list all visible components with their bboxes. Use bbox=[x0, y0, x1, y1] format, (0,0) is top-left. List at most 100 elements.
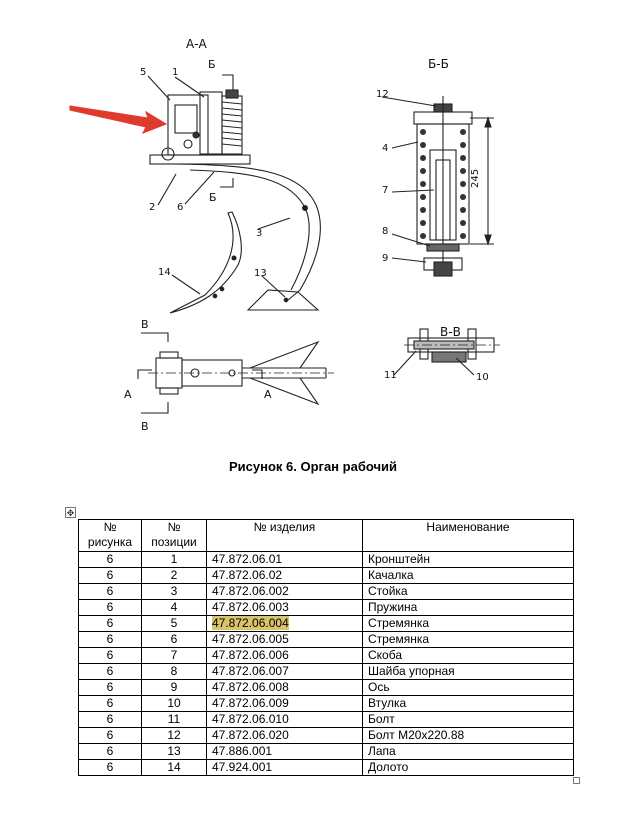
cell-name: Ось bbox=[362, 679, 574, 696]
cell-part-number-text: 47.924.001 bbox=[212, 760, 273, 775]
cell-position-text: 11 bbox=[167, 712, 181, 727]
parts-table: № рисунка № позиции № изделия Наименован… bbox=[78, 519, 574, 776]
cell-position: 10 bbox=[141, 695, 207, 712]
cell-name-text: Долото bbox=[368, 760, 409, 775]
cut-letter-a-left: А bbox=[124, 388, 132, 401]
figure-caption: Рисунок 6. Орган рабочий bbox=[229, 459, 397, 474]
cell-part-number: 47.872.06.006 bbox=[206, 647, 363, 664]
cell-name-text: Болт М20х220.88 bbox=[368, 728, 465, 743]
cell-position-text: 13 bbox=[167, 744, 181, 759]
cell-position-text: 12 bbox=[167, 728, 181, 743]
cell-part-number: 47.872.06.01 bbox=[206, 551, 363, 568]
cell-name-text: Втулка bbox=[368, 696, 407, 711]
cell-figure-text: 6 bbox=[106, 744, 114, 759]
cell-position-text: 8 bbox=[170, 664, 178, 679]
callout-5: 5 bbox=[140, 67, 146, 78]
cut-letter-v-bottom: В bbox=[141, 420, 149, 433]
header-name: Наименование bbox=[362, 519, 574, 552]
cell-name: Лапа bbox=[362, 743, 574, 760]
cut-letter-b-bottom: Б bbox=[209, 191, 217, 204]
callout-11: 11 bbox=[384, 370, 397, 381]
table-row: 6 2 47.872.06.02 Качалка bbox=[78, 567, 574, 584]
cell-name: Шайба упорная bbox=[362, 663, 574, 680]
cell-name: Кронштейн bbox=[362, 551, 574, 568]
cut-letter-a-right: А bbox=[264, 388, 272, 401]
cell-figure-text: 6 bbox=[106, 552, 114, 567]
cell-figure-text: 6 bbox=[106, 600, 114, 615]
cell-figure: 6 bbox=[78, 615, 142, 632]
cell-name: Скоба bbox=[362, 647, 574, 664]
cell-part-number: 47.872.06.007 bbox=[206, 663, 363, 680]
table-row: 6 5 47.872.06.004 Стремянка bbox=[78, 615, 574, 632]
cell-name: Долото bbox=[362, 759, 574, 776]
header-position-number: № позиции bbox=[141, 519, 207, 552]
cell-part-number-text: 47.872.06.003 bbox=[212, 600, 289, 615]
cell-part-number: 47.886.001 bbox=[206, 743, 363, 760]
cell-position: 14 bbox=[141, 759, 207, 776]
cell-part-number-text: 47.872.06.004 bbox=[212, 616, 289, 630]
cell-name: Стойка bbox=[362, 583, 574, 600]
cell-position-text: 1 bbox=[170, 552, 178, 567]
cell-figure-text: 6 bbox=[106, 584, 114, 599]
cell-position: 5 bbox=[141, 615, 207, 632]
cell-name-text: Кронштейн bbox=[368, 552, 430, 567]
cell-figure-text: 6 bbox=[106, 664, 114, 679]
cell-position: 6 bbox=[141, 631, 207, 648]
callout-13: 13 bbox=[254, 268, 267, 279]
table-resize-handle[interactable] bbox=[573, 777, 580, 784]
header-figure-number: № рисунка bbox=[78, 519, 142, 552]
cell-name-text: Пружина bbox=[368, 600, 418, 615]
cell-name: Стремянка bbox=[362, 615, 574, 632]
cell-part-number-text: 47.872.06.007 bbox=[212, 664, 289, 679]
callout-2: 2 bbox=[149, 202, 155, 213]
cell-position-text: 7 bbox=[170, 648, 178, 663]
cell-name-text: Стремянка bbox=[368, 616, 430, 631]
cell-name: Болт bbox=[362, 711, 574, 728]
cell-figure: 6 bbox=[78, 567, 142, 584]
cell-position-text: 2 bbox=[170, 568, 178, 583]
cell-position-text: 3 bbox=[170, 584, 178, 599]
cell-part-number: 47.872.06.003 bbox=[206, 599, 363, 616]
cell-name: Качалка bbox=[362, 567, 574, 584]
cell-part-number-text: 47.872.06.02 bbox=[212, 568, 283, 583]
cell-position: 2 bbox=[141, 567, 207, 584]
callout-10: 10 bbox=[476, 372, 489, 383]
cell-name-text: Скоба bbox=[368, 648, 402, 663]
cell-part-number-text: 47.872.06.009 bbox=[212, 696, 289, 711]
cell-part-number-text: 47.872.06.020 bbox=[212, 728, 289, 743]
cell-figure-text: 6 bbox=[106, 616, 114, 631]
cell-figure: 6 bbox=[78, 663, 142, 680]
cell-part-number-text: 47.872.06.002 bbox=[212, 584, 289, 599]
cell-name-text: Болт bbox=[368, 712, 395, 727]
cell-position-text: 4 bbox=[170, 600, 178, 615]
cell-position: 1 bbox=[141, 551, 207, 568]
cell-figure-text: 6 bbox=[106, 760, 114, 775]
cell-name: Стремянка bbox=[362, 631, 574, 648]
cell-part-number: 47.872.06.008 bbox=[206, 679, 363, 696]
cell-name-text: Шайба упорная bbox=[368, 664, 455, 679]
cell-figure-text: 6 bbox=[106, 648, 114, 663]
cell-name-text: Ось bbox=[368, 680, 390, 695]
table-row: 6 7 47.872.06.006 Скоба bbox=[78, 647, 574, 664]
callout-1: 1 bbox=[172, 67, 178, 78]
cell-figure-text: 6 bbox=[106, 728, 114, 743]
table-body: 6 1 47.872.06.01 Кронштейн 6 2 47.872.06.02 Кач… bbox=[78, 551, 574, 776]
cell-figure-text: 6 bbox=[106, 632, 114, 647]
cell-figure: 6 bbox=[78, 583, 142, 600]
cell-position: 9 bbox=[141, 679, 207, 696]
header-position-line1: № bbox=[167, 520, 181, 535]
table-move-handle-icon[interactable]: ✥ bbox=[65, 507, 76, 518]
cell-position-text: 10 bbox=[167, 696, 181, 711]
red-pointer-arrow-icon bbox=[69, 105, 168, 135]
callout-9: 9 bbox=[382, 253, 388, 264]
cell-figure-text: 6 bbox=[106, 680, 114, 695]
callout-14: 14 bbox=[158, 267, 171, 278]
cell-name-text: Качалка bbox=[368, 568, 414, 583]
cell-part-number-text: 47.872.06.010 bbox=[212, 712, 289, 727]
cell-position: 8 bbox=[141, 663, 207, 680]
cell-part-number: 47.872.06.005 bbox=[206, 631, 363, 648]
